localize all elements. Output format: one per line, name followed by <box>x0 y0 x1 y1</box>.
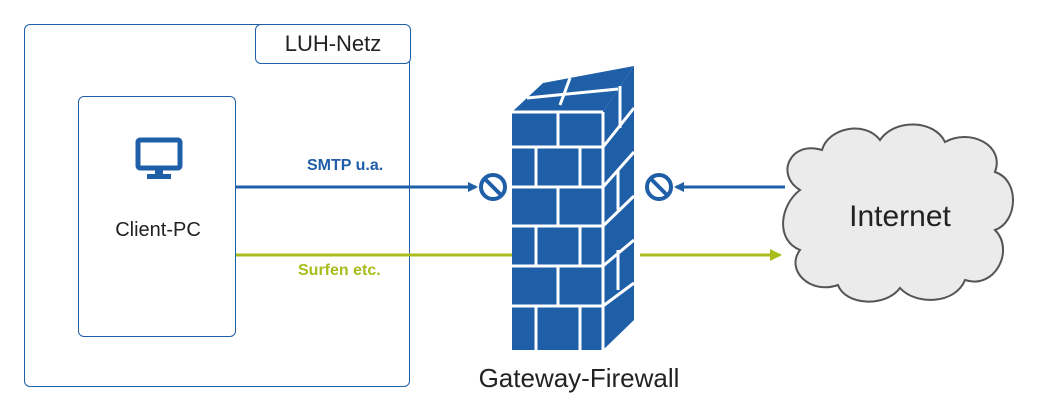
client-pc-box: Client-PC <box>78 96 236 337</box>
client-pc-label: Client-PC <box>115 219 201 241</box>
firewall-label: Gateway-Firewall <box>478 363 680 393</box>
firewall-wall-icon <box>512 66 636 350</box>
internet-label: Internet <box>849 200 951 233</box>
luh-network-label: LUH-Netz <box>255 24 411 64</box>
web-connection-label: Surfen etc. <box>298 262 381 279</box>
luh-network-boundary <box>24 24 410 387</box>
blocked-outbound-icon <box>479 173 507 201</box>
smtp-connection-label: SMTP u.a. <box>307 157 384 174</box>
blocked-inbound-icon <box>645 173 673 201</box>
internet-cloud-icon <box>782 123 1014 303</box>
monitor-icon <box>135 137 183 179</box>
